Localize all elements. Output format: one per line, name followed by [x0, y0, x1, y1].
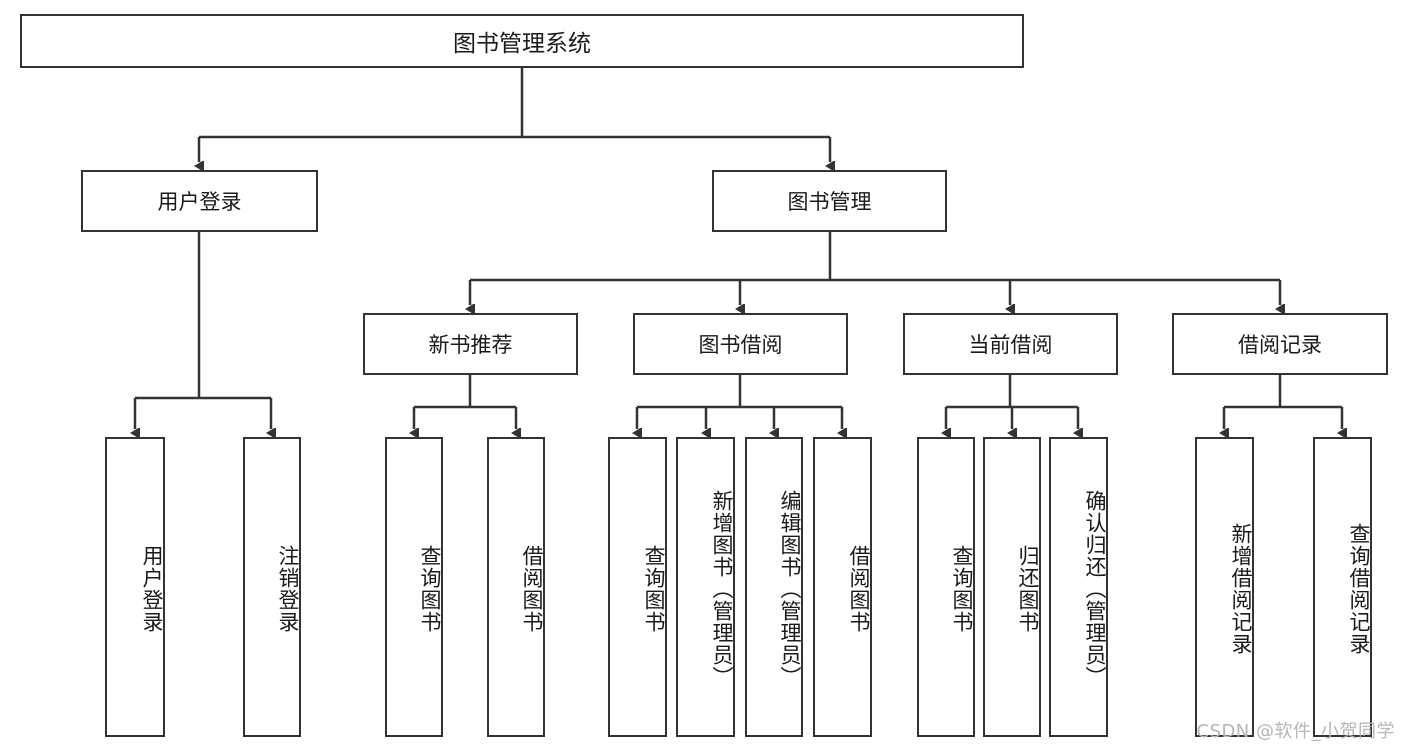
node-label: 借阅记录	[1238, 333, 1322, 357]
node-current-borrow[interactable]: 当前借阅	[903, 313, 1118, 375]
node-label: 编辑图书（管理员）	[778, 490, 802, 688]
node-leaf-return-book[interactable]: 归还图书	[983, 437, 1041, 737]
node-label: 图书管理系统	[453, 31, 591, 57]
node-leaf-edit-book-admin[interactable]: 编辑图书（管理员）	[745, 437, 803, 737]
node-label: 查询借阅记录	[1347, 523, 1371, 655]
node-label: 归还图书	[1016, 545, 1040, 633]
node-label: 借阅图书	[520, 545, 544, 633]
watermark: CSDN @软件_小贺同学	[1196, 721, 1395, 742]
node-label: 图书借阅	[698, 333, 783, 357]
node-label: 新书推荐	[428, 333, 513, 357]
node-label: 查询图书	[642, 545, 666, 633]
node-book-manage[interactable]: 图书管理	[712, 170, 947, 232]
node-leaf-borrow-book-2[interactable]: 借阅图书	[813, 437, 872, 737]
node-user-login[interactable]: 用户登录	[81, 170, 318, 232]
node-label: 注销登录	[276, 545, 300, 633]
node-label: 查询图书	[418, 545, 442, 633]
node-leaf-confirm-return-admin[interactable]: 确认归还（管理员）	[1049, 437, 1108, 737]
node-label: 图书管理	[787, 190, 872, 214]
node-book-borrow[interactable]: 图书借阅	[633, 313, 848, 375]
node-leaf-query-book-3[interactable]: 查询图书	[917, 437, 975, 737]
node-label: 当前借阅	[968, 333, 1053, 357]
node-label: 新增借阅记录	[1229, 523, 1253, 655]
node-leaf-borrow-book-1[interactable]: 借阅图书	[487, 437, 545, 737]
node-leaf-add-book-admin[interactable]: 新增图书（管理员）	[676, 437, 735, 737]
node-leaf-logout[interactable]: 注销登录	[243, 437, 301, 737]
node-leaf-query-book-1[interactable]: 查询图书	[385, 437, 443, 737]
node-leaf-add-borrow-record[interactable]: 新增借阅记录	[1195, 437, 1254, 737]
node-label: 新增图书（管理员）	[710, 490, 734, 688]
node-root[interactable]: 图书管理系统	[20, 14, 1024, 68]
node-label: 借阅图书	[847, 545, 871, 633]
node-leaf-query-book-2[interactable]: 查询图书	[608, 437, 667, 737]
node-leaf-query-borrow-record[interactable]: 查询借阅记录	[1313, 437, 1372, 737]
node-label: 查询图书	[950, 545, 974, 633]
node-label: 用户登录	[140, 545, 164, 633]
node-label: 用户登录	[157, 190, 242, 214]
node-new-book-recommend[interactable]: 新书推荐	[363, 313, 578, 375]
node-label: 确认归还（管理员）	[1083, 490, 1107, 688]
node-leaf-user-login[interactable]: 用户登录	[105, 437, 165, 737]
node-borrow-record[interactable]: 借阅记录	[1172, 313, 1388, 375]
